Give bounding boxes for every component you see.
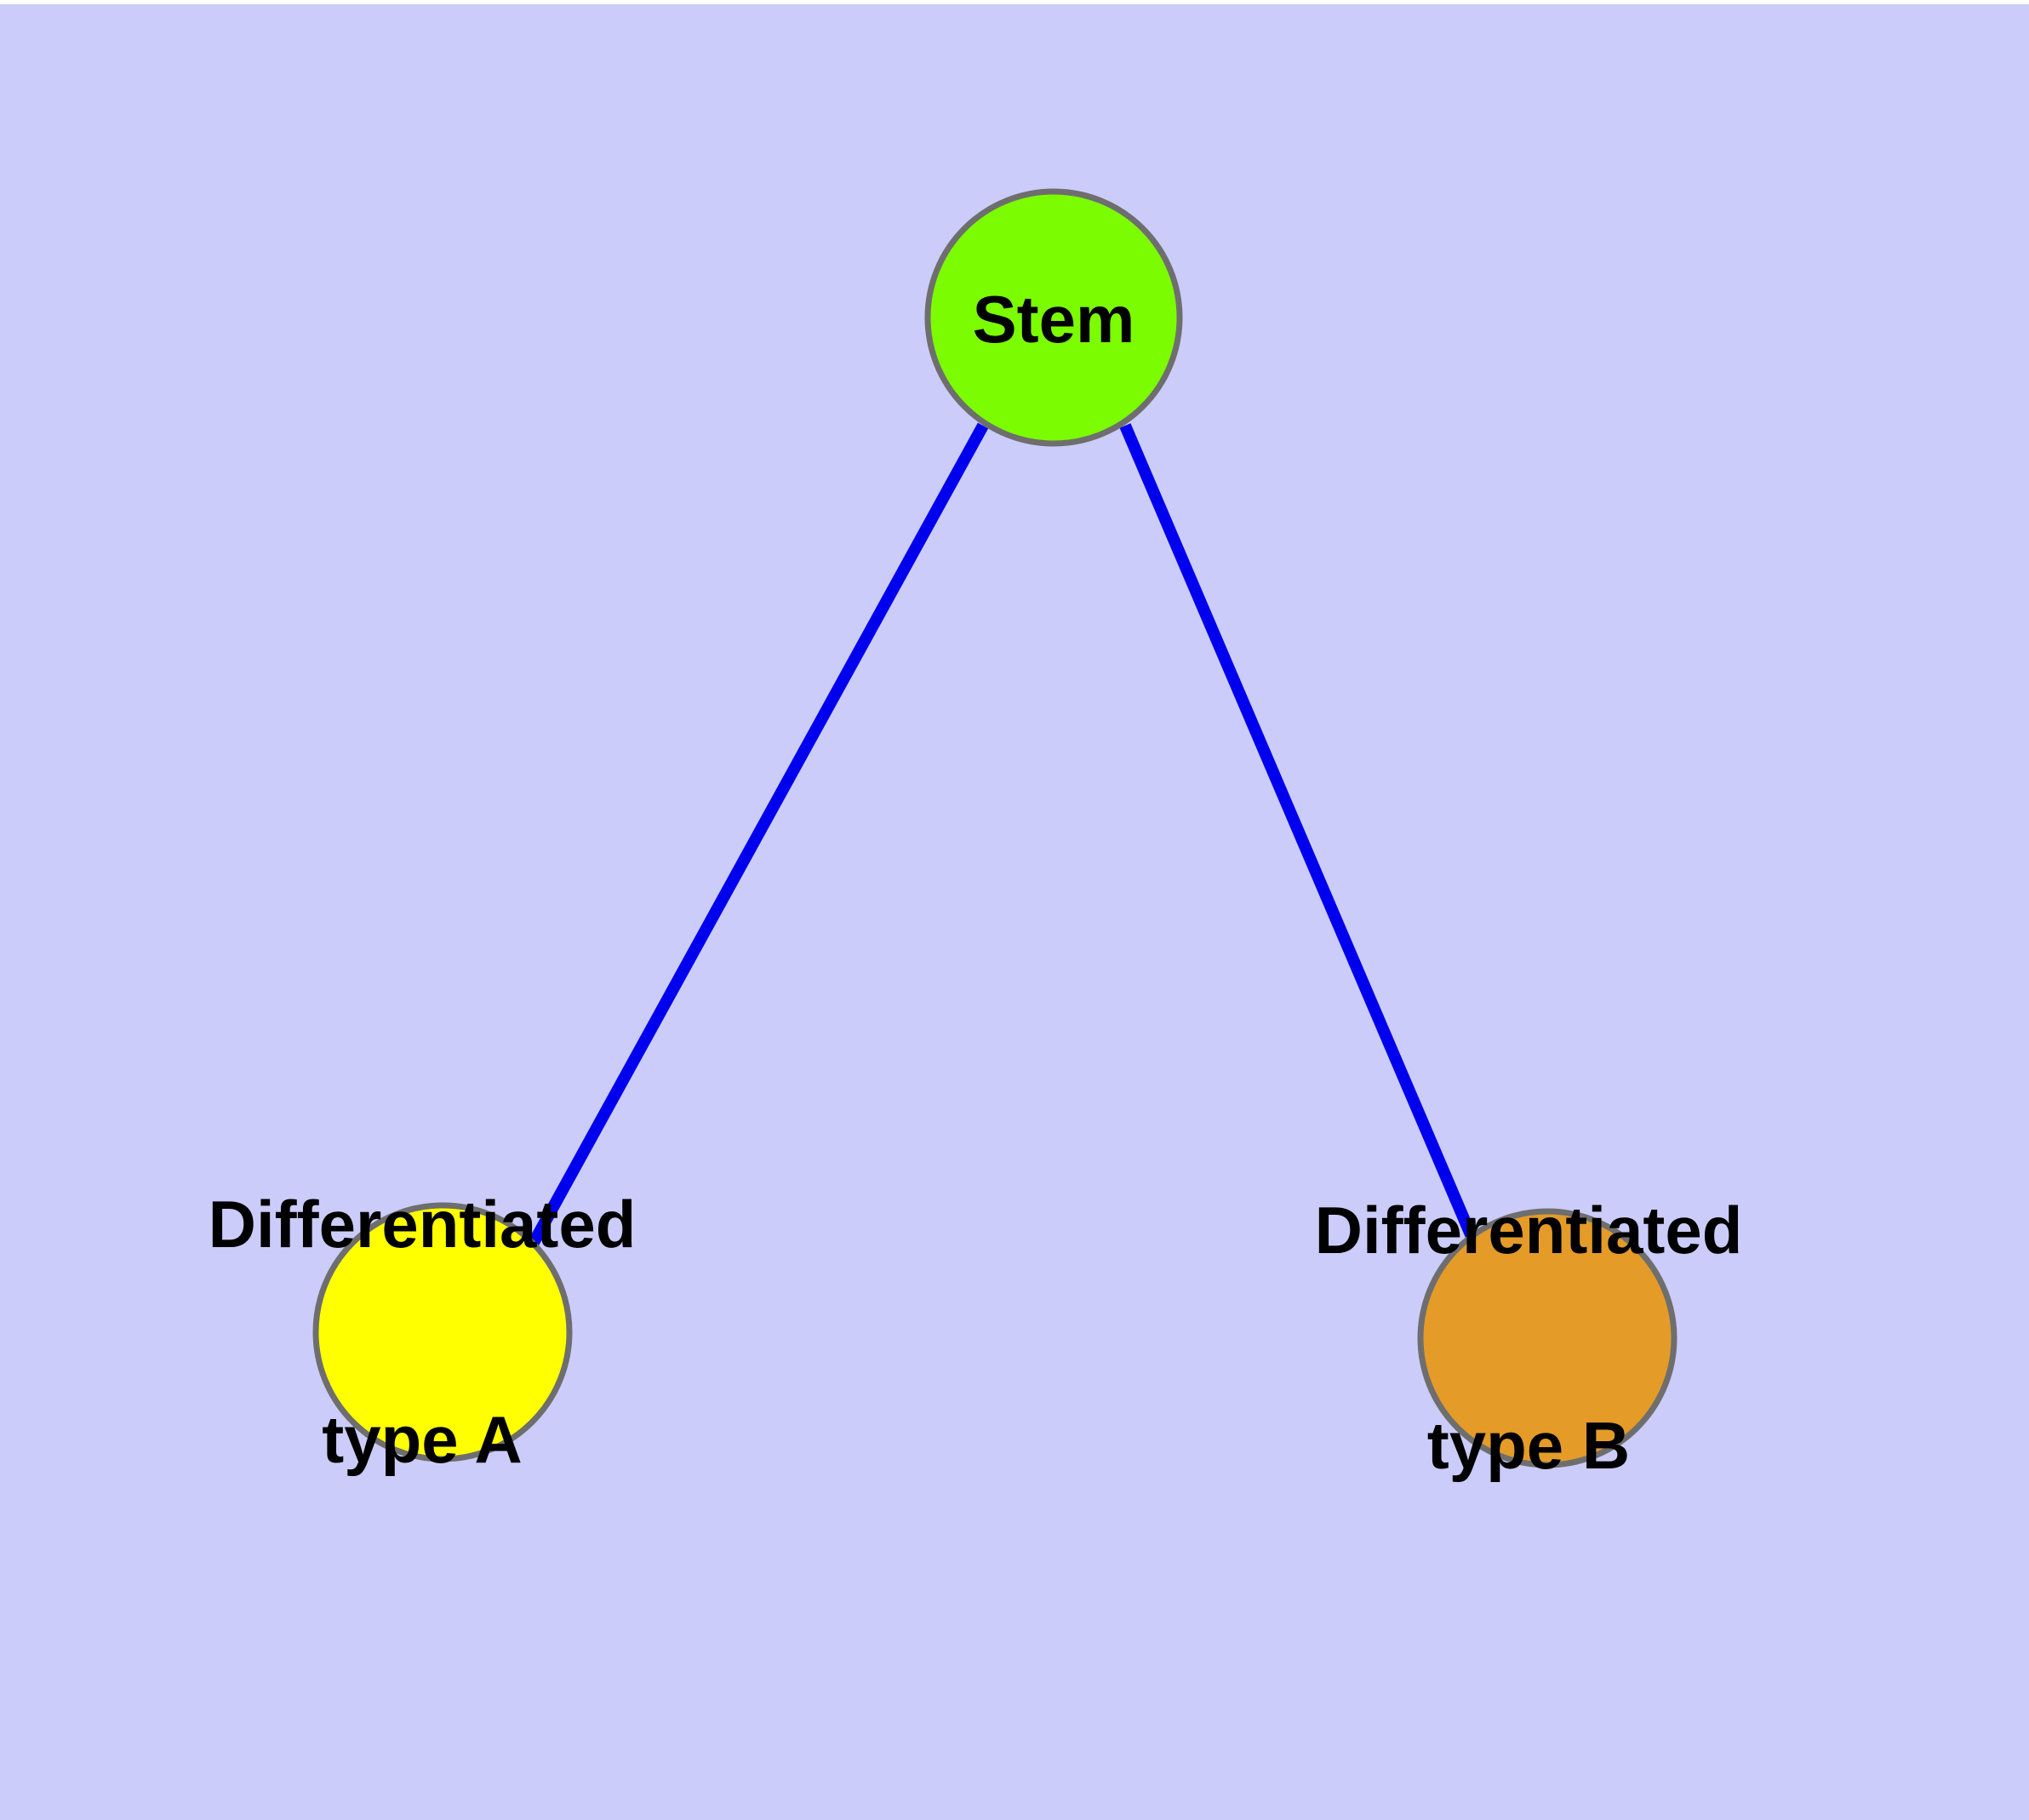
edge-stem-to-differentiated-type-a <box>524 422 989 1252</box>
node-stem[interactable] <box>924 188 1183 447</box>
node-differentiated-type-a[interactable] <box>312 1202 573 1462</box>
node-layer <box>312 188 1677 1468</box>
node-differentiated-type-b[interactable] <box>1417 1208 1677 1468</box>
edge-layer <box>524 422 1481 1252</box>
edge-stem-to-differentiated-type-b <box>1119 423 1481 1247</box>
